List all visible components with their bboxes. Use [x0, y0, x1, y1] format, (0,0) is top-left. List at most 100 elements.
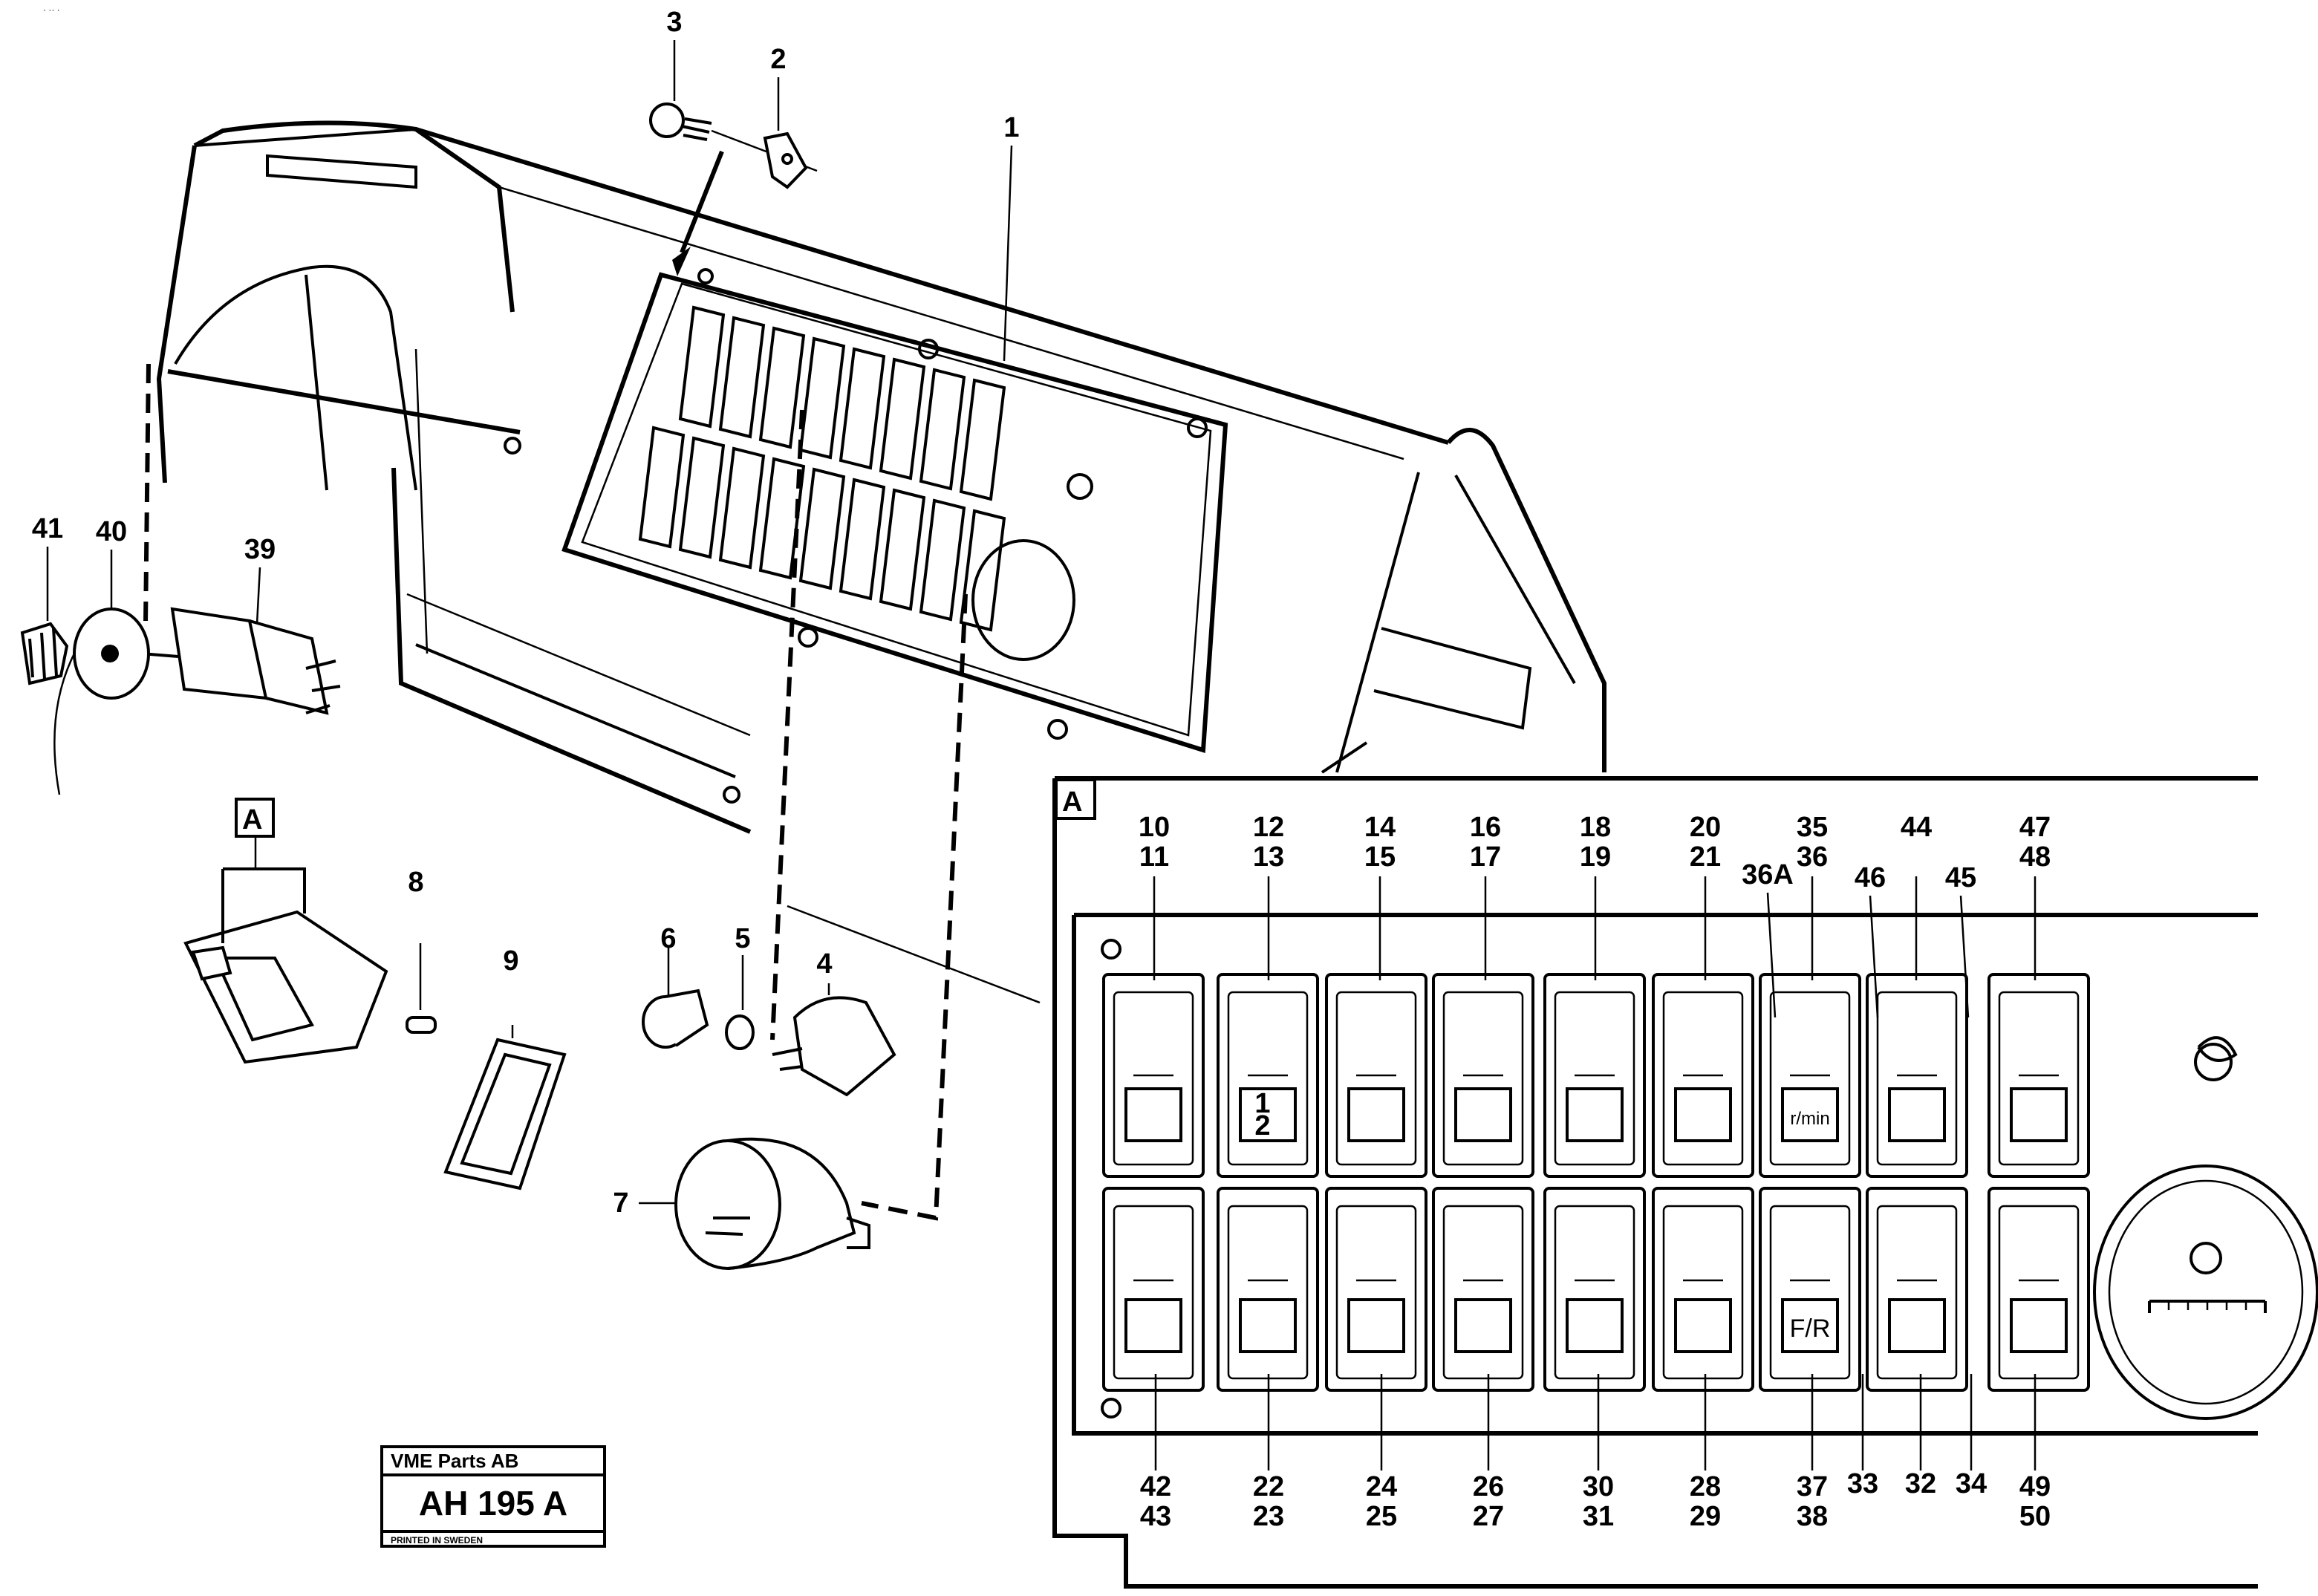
callout-6: 6: [660, 923, 676, 954]
plate-slot: [919, 498, 966, 622]
detail-tag-text: A: [1062, 786, 1082, 818]
plate-slot: [638, 426, 686, 549]
switch-bottom-symbol-3: [1454, 1298, 1512, 1353]
panel-label-bottom-22: 22: [1253, 1471, 1284, 1502]
rotary-switch-assembly: [20, 363, 521, 795]
panel-label-bottom-49: 49: [2019, 1471, 2051, 1502]
panel-label-top-16: 16: [1470, 812, 1501, 843]
panel-label-top-14: 14: [1364, 812, 1396, 843]
symbol-rpm: r/min: [1790, 1109, 1829, 1129]
callout-40: 40: [96, 516, 127, 547]
plate-slot: [718, 316, 766, 439]
leader-1: [1003, 145, 1013, 362]
switch-bottom-inner-6: [1769, 1205, 1851, 1380]
switch-bottom-1: [1217, 1187, 1319, 1392]
plate-slot: [839, 347, 886, 470]
switch-bottom-4: [1543, 1187, 1646, 1392]
symbol-fraction-top: 1: [1254, 1088, 1270, 1119]
dash-line-switch: [770, 409, 804, 1040]
panel-label-extra-45: 45: [1945, 862, 1976, 893]
symbol-fraction-bottom: 2: [1254, 1110, 1270, 1141]
panel-leader-extra-1: [1869, 895, 1879, 1018]
switch-bottom-inner-5: [1662, 1205, 1744, 1380]
switch-top-inner-4: [1554, 991, 1635, 1166]
panel-label-top-47: 47: [2019, 812, 2051, 843]
panel-label-bottom-28: 28: [1690, 1471, 1721, 1502]
switch-top-inner-1: [1227, 991, 1309, 1166]
callout-8: 8: [408, 867, 423, 898]
dash-line-gauge: [861, 593, 968, 1221]
switch-top-8: [1987, 973, 2090, 1178]
switch-top-inner-3: [1442, 991, 1524, 1166]
switch-top-inner-8: [1998, 991, 2080, 1166]
clip-part: [672, 131, 808, 276]
panel-label-top-15: 15: [1364, 841, 1396, 873]
switch-bottom-symbol-4: [1566, 1298, 1624, 1353]
panel-label-bottom-26: 26: [1473, 1471, 1504, 1502]
panel-label-bottom-30: 30: [1583, 1471, 1614, 1502]
callout-4: 4: [816, 948, 832, 980]
callout-3: 3: [666, 7, 682, 38]
panel-label-bottom-32: 32: [1905, 1468, 1936, 1499]
switch-top-inner-7: [1876, 991, 1958, 1166]
panel-label-bottom-43: 43: [1140, 1501, 1171, 1532]
panel-leader-extra-2: [1959, 895, 1970, 1018]
switch-top-6: [1759, 973, 1861, 1178]
switch-top-symbol-6: [1781, 1087, 1839, 1142]
switch-top-symbol-2: [1347, 1087, 1405, 1142]
plate-slot: [718, 446, 766, 570]
plate-slot: [678, 305, 726, 429]
switch-bottom-8: [1987, 1187, 2090, 1392]
switch-bottom-symbol-5: [1674, 1298, 1732, 1353]
gauge-part: [639, 1137, 870, 1270]
switch-top-inner-0: [1113, 991, 1194, 1166]
callout-2: 2: [770, 44, 786, 75]
panel-label-top-11: 11: [1139, 841, 1169, 873]
plate-slot: [879, 357, 926, 481]
corner-mark: · ·· ·: [43, 4, 60, 15]
plate-slot: [919, 368, 966, 491]
switch-bottom-7: [1866, 1187, 1968, 1392]
switch-top-symbol-8: [2010, 1087, 2068, 1142]
switch-bottom-5: [1652, 1187, 1754, 1392]
callout-5: 5: [735, 923, 750, 954]
switch-top-3: [1432, 973, 1534, 1178]
panel-label-bottom-31: 31: [1583, 1501, 1614, 1532]
panel-label-bottom-37: 37: [1797, 1471, 1828, 1502]
dashboard-housing: [156, 120, 1606, 1004]
callout-7: 7: [613, 1188, 628, 1219]
switch-bottom-2: [1325, 1187, 1427, 1392]
switch-bottom-inner-0: [1113, 1205, 1194, 1380]
plate-switch-slots: [638, 305, 1006, 632]
panel-label-bottom-34: 34: [1956, 1468, 1987, 1499]
panel-label-bottom-23: 23: [1253, 1501, 1284, 1532]
panel-label-bottom-42: 42: [1140, 1471, 1171, 1502]
panel-label-bottom-29: 29: [1690, 1501, 1721, 1532]
plate-slot: [839, 478, 886, 601]
leader-39: [255, 567, 261, 625]
switch-bottom-inner-2: [1335, 1205, 1417, 1380]
switch-top-symbol-3: [1454, 1087, 1512, 1142]
rocker-switch-detail: [183, 867, 437, 1064]
symbol-fr: F/R: [1790, 1315, 1831, 1343]
panel-label-top-17: 17: [1470, 841, 1501, 873]
switch-bottom-symbol-6: [1781, 1298, 1839, 1353]
panel-label-extra-36A: 36A: [1742, 859, 1794, 890]
switch-top-inner-5: [1662, 991, 1744, 1166]
switch-bottom-symbol-2: [1347, 1298, 1405, 1353]
switch-bottom-0: [1102, 1187, 1205, 1392]
switch-bottom-3: [1432, 1187, 1534, 1392]
switch-top-2: [1325, 973, 1427, 1178]
switch-top-symbol-0: [1124, 1087, 1182, 1142]
switch-bottom-symbol-1: [1239, 1298, 1297, 1353]
switch-bottom-symbol-0: [1124, 1298, 1182, 1353]
detail-tag-switch: A: [235, 798, 275, 869]
screw-part: [649, 102, 818, 172]
panel-label-bottom-25: 25: [1366, 1501, 1397, 1532]
panel-label-top-36: 36: [1797, 841, 1828, 873]
